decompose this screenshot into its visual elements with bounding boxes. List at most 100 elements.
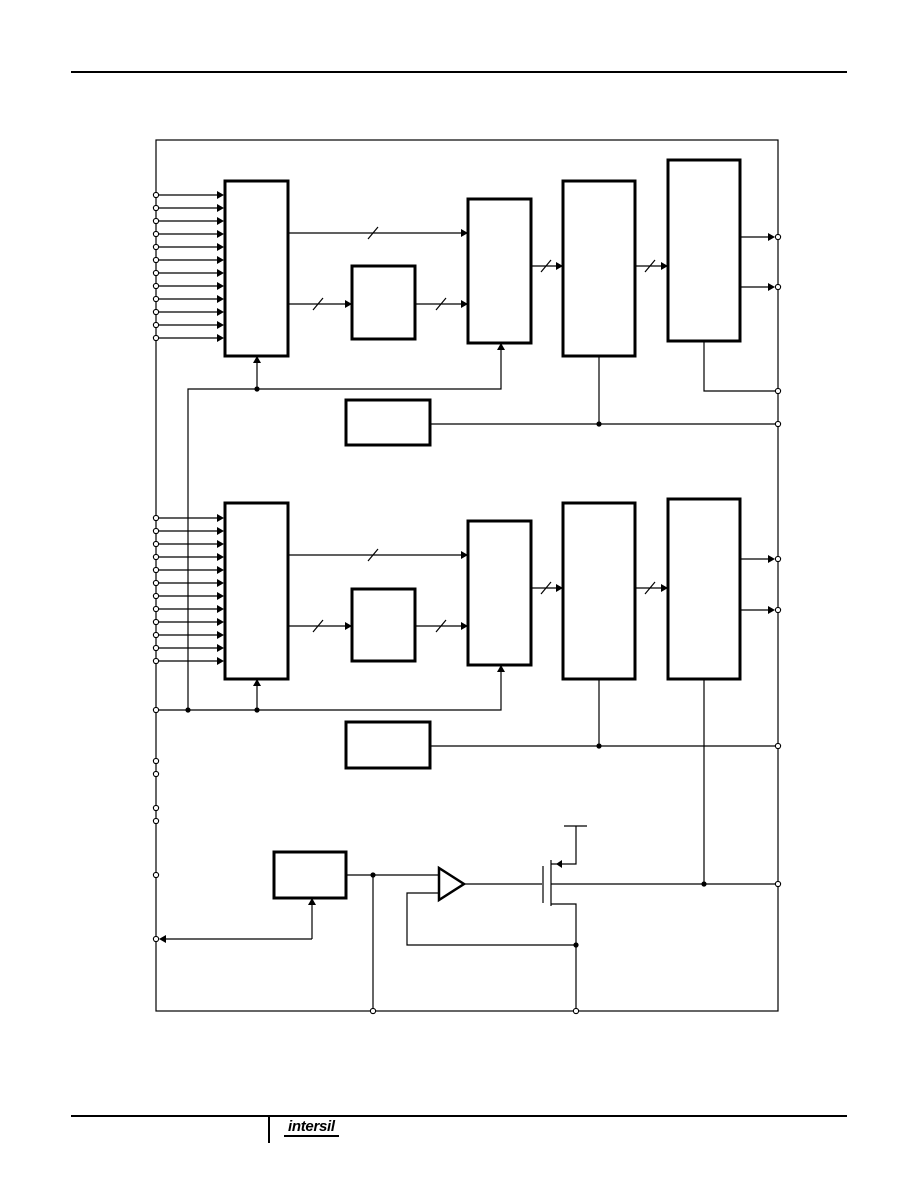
arrow-icon (497, 343, 505, 350)
arrow-icon (217, 514, 224, 522)
input-pin (152, 540, 160, 548)
input-pin (152, 527, 160, 535)
input-pin (152, 804, 160, 812)
input-pin (152, 566, 160, 574)
arrow-icon (217, 657, 224, 665)
arrow-icon (345, 300, 352, 308)
input-pin (152, 706, 160, 714)
bus-slash-icon (435, 619, 447, 633)
arrow-icon (217, 618, 224, 626)
bus-slash-icon (367, 226, 379, 240)
channel-b (152, 497, 782, 884)
arrow-icon (217, 243, 224, 251)
arrow-icon (217, 566, 224, 574)
input-pin (152, 217, 160, 225)
bottom-pin (369, 1007, 377, 1015)
input-pin (152, 191, 160, 199)
input-pin (152, 644, 160, 652)
output-pin (774, 233, 782, 241)
left-side-pins (152, 757, 160, 879)
channel-b-input-register (223, 501, 290, 681)
arrow-icon (345, 622, 352, 630)
intersil-logo: intersil (284, 1119, 339, 1137)
arrow-icon (217, 295, 224, 303)
arrow-icon (556, 262, 563, 270)
channel-b-decoder (350, 587, 417, 663)
arrow-icon (461, 300, 468, 308)
bias-reference-block (272, 850, 348, 900)
input-pin (152, 935, 160, 943)
input-pin (152, 308, 160, 316)
input-pin (152, 871, 160, 879)
output-pin (774, 555, 782, 563)
arrow-icon (461, 622, 468, 630)
arrow-icon (217, 230, 224, 238)
channel-b-reference (344, 720, 432, 770)
output-pin (774, 420, 782, 428)
input-pin (152, 230, 160, 238)
arrow-icon (217, 282, 224, 290)
arrow-icon (217, 321, 224, 329)
channel-b-input-bus (152, 514, 224, 665)
input-pin (152, 757, 160, 765)
arrow-icon (661, 584, 668, 592)
arrow-icon (217, 553, 224, 561)
channel-a-input-bus (152, 191, 224, 342)
arrow-icon (461, 551, 468, 559)
output-pin (774, 606, 782, 614)
output-pin (774, 283, 782, 291)
arrow-icon (217, 308, 224, 316)
input-pin (152, 657, 160, 665)
arrow-icon (461, 229, 468, 237)
input-pin (152, 295, 160, 303)
channel-a-input-register (223, 179, 290, 358)
bus-slash-icon (644, 259, 656, 273)
arrow-icon (217, 256, 224, 264)
channel-a (152, 158, 782, 710)
bus-slash-icon (644, 581, 656, 595)
arrow-icon (768, 606, 775, 614)
arrow-icon (768, 555, 775, 563)
input-pin (152, 618, 160, 626)
input-pin (152, 321, 160, 329)
arrow-icon (768, 233, 775, 241)
arrow-icon (217, 527, 224, 535)
channel-b-output-stage (666, 497, 742, 681)
bus-slash-icon (312, 619, 324, 633)
input-pin (152, 817, 160, 825)
arrow-icon (217, 334, 224, 342)
bus-slash-icon (540, 259, 552, 273)
arrow-icon (556, 584, 563, 592)
chip-outline (155, 139, 779, 1012)
bus-slash-icon (312, 297, 324, 311)
input-pin (152, 204, 160, 212)
arrow-icon (308, 898, 316, 905)
footer-rule (71, 1115, 847, 1117)
arrow-icon (217, 191, 224, 199)
channel-a-output-stage (666, 158, 742, 343)
channel-a-reference (344, 398, 432, 447)
arrow-icon (217, 269, 224, 277)
input-pin (152, 334, 160, 342)
output-pin (774, 742, 782, 750)
bias-section (152, 825, 782, 1015)
arrow-icon (217, 217, 224, 225)
input-pin (152, 592, 160, 600)
arrow-icon (217, 631, 224, 639)
channel-b-dac (561, 501, 637, 681)
header-rule (71, 71, 847, 73)
output-pin (774, 880, 782, 888)
bus-slash-icon (367, 548, 379, 562)
input-pin (152, 631, 160, 639)
input-pin (152, 605, 160, 613)
arrow-icon (768, 283, 775, 291)
arrow-icon (556, 860, 562, 868)
arrow-icon (217, 644, 224, 652)
input-pin (152, 282, 160, 290)
arrow-icon (217, 540, 224, 548)
footer-divider (268, 1116, 270, 1143)
input-pin (152, 579, 160, 587)
arrow-icon (159, 935, 166, 943)
channel-b-dac-latch (466, 519, 533, 667)
